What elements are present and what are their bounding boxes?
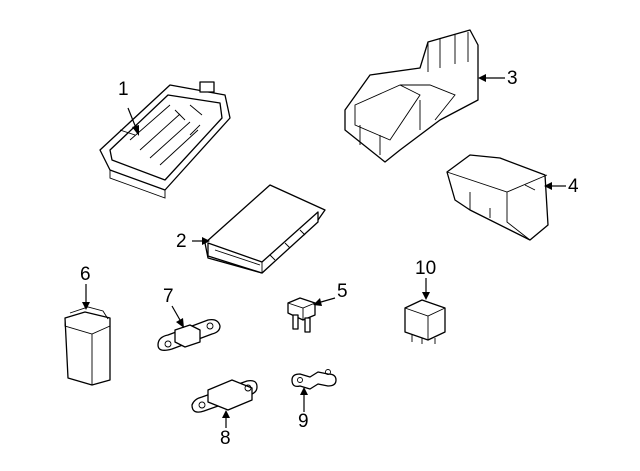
callout-7: 7	[163, 286, 174, 307]
part-7-bolt-in-fuse[interactable]	[157, 318, 221, 351]
callout-5: 5	[337, 281, 348, 302]
callout-6: 6	[80, 264, 91, 285]
part-8-mega-fuse[interactable]	[191, 379, 258, 413]
callout-1: 1	[118, 79, 129, 100]
part-1-junction-block[interactable]	[99, 81, 231, 199]
callout-8: 8	[220, 428, 231, 449]
part-2-control-module[interactable]	[204, 184, 326, 274]
callout-4: 4	[568, 176, 579, 197]
callout-3: 3	[507, 68, 518, 89]
callout-10: 10	[415, 258, 437, 279]
callout-2: 2	[176, 231, 187, 252]
part-3-fuse-box-housing[interactable]	[344, 29, 479, 163]
leader-arrows	[82, 74, 566, 428]
callout-9: 9	[298, 411, 309, 432]
part-5-mini-fuse[interactable]	[287, 297, 316, 333]
part-10-relay[interactable]	[404, 299, 446, 344]
part-9-fusible-link[interactable]	[291, 369, 337, 390]
part-4-fuse-box-cover[interactable]	[446, 154, 549, 241]
part-6-cartridge-fuse[interactable]	[64, 306, 111, 386]
